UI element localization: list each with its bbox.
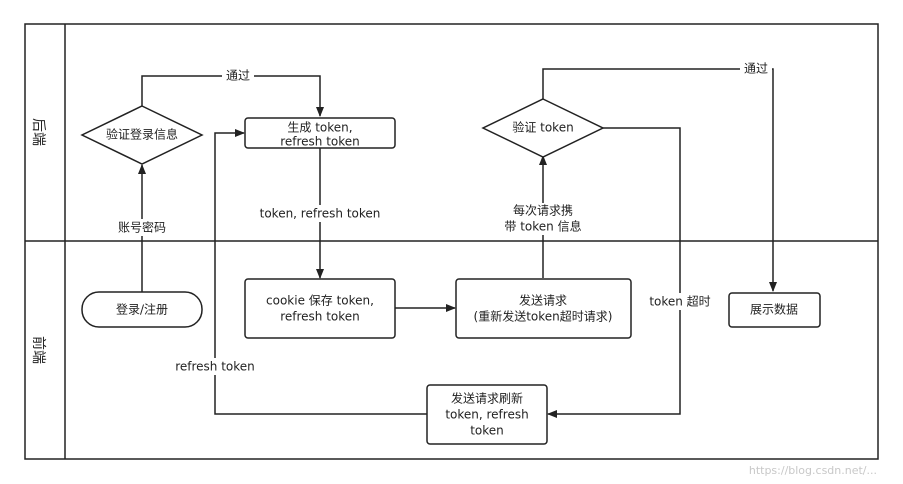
generate-token-label-line2: refresh token [280, 135, 360, 149]
watermark-text: https://blog.csdn.net/... [749, 464, 877, 477]
cookie-save-label-line2: refresh token [280, 310, 360, 324]
show-data-label: 展示数据 [750, 302, 798, 317]
edges [138, 68, 777, 418]
verify-login-label: 验证登录信息 [106, 127, 178, 142]
edge-labels: 通过 通过 账号密码 token, refresh token 每次请求携 带 … [114, 60, 772, 375]
edge-timeout-to-refresh [547, 127, 681, 418]
edge-label-refresh-token: refresh token [175, 360, 255, 374]
edge-label-token-refresh-token: token, refresh token [260, 207, 381, 221]
refresh-request-label-line3: token [470, 424, 504, 438]
edge-label-account-password: 账号密码 [118, 220, 166, 235]
edge-label-token-timeout: token 超时 [649, 294, 710, 309]
edge-label-carry-token-line1: 每次请求携 [513, 203, 573, 218]
edge-refresh-to-generate [214, 129, 427, 415]
refresh-request-label-line1: 发送请求刷新 [451, 391, 523, 406]
edge-label-pass-1: 通过 [226, 69, 250, 83]
edge-pass-to-show-data [542, 68, 777, 292]
cookie-save-node: cookie 保存 token, refresh token [244, 278, 396, 339]
lane-label-frontend: 前端 [30, 336, 47, 364]
send-request-node: 发送请求 (重新发送token超时请求) [455, 278, 632, 339]
verify-login-decision: 验证登录信息 [80, 105, 204, 165]
lane-label-backend: 后端 [30, 118, 46, 146]
login-register-label: 登录/注册 [116, 302, 168, 317]
send-request-label-line1: 发送请求 [519, 293, 567, 308]
swimlane-frame [24, 23, 879, 460]
verify-token-label: 验证 token [512, 120, 573, 135]
edge-label-pass-2: 通过 [744, 62, 768, 76]
generate-token-label-line1: 生成 token, [287, 121, 352, 135]
send-request-label-line2: (重新发送token超时请求) [474, 309, 613, 324]
edge-label-carry-token-line2: 带 token 信息 [504, 219, 581, 234]
cookie-save-label-line1: cookie 保存 token, [266, 294, 374, 308]
refresh-request-node: 发送请求刷新 token, refresh token [426, 384, 548, 445]
refresh-request-label-line2: token, refresh [445, 408, 528, 422]
verify-token-decision: 验证 token [481, 98, 605, 158]
login-register-terminal: 登录/注册 [81, 291, 203, 328]
generate-token-node: 生成 token, refresh token [244, 117, 396, 149]
show-data-node: 展示数据 [728, 292, 821, 328]
